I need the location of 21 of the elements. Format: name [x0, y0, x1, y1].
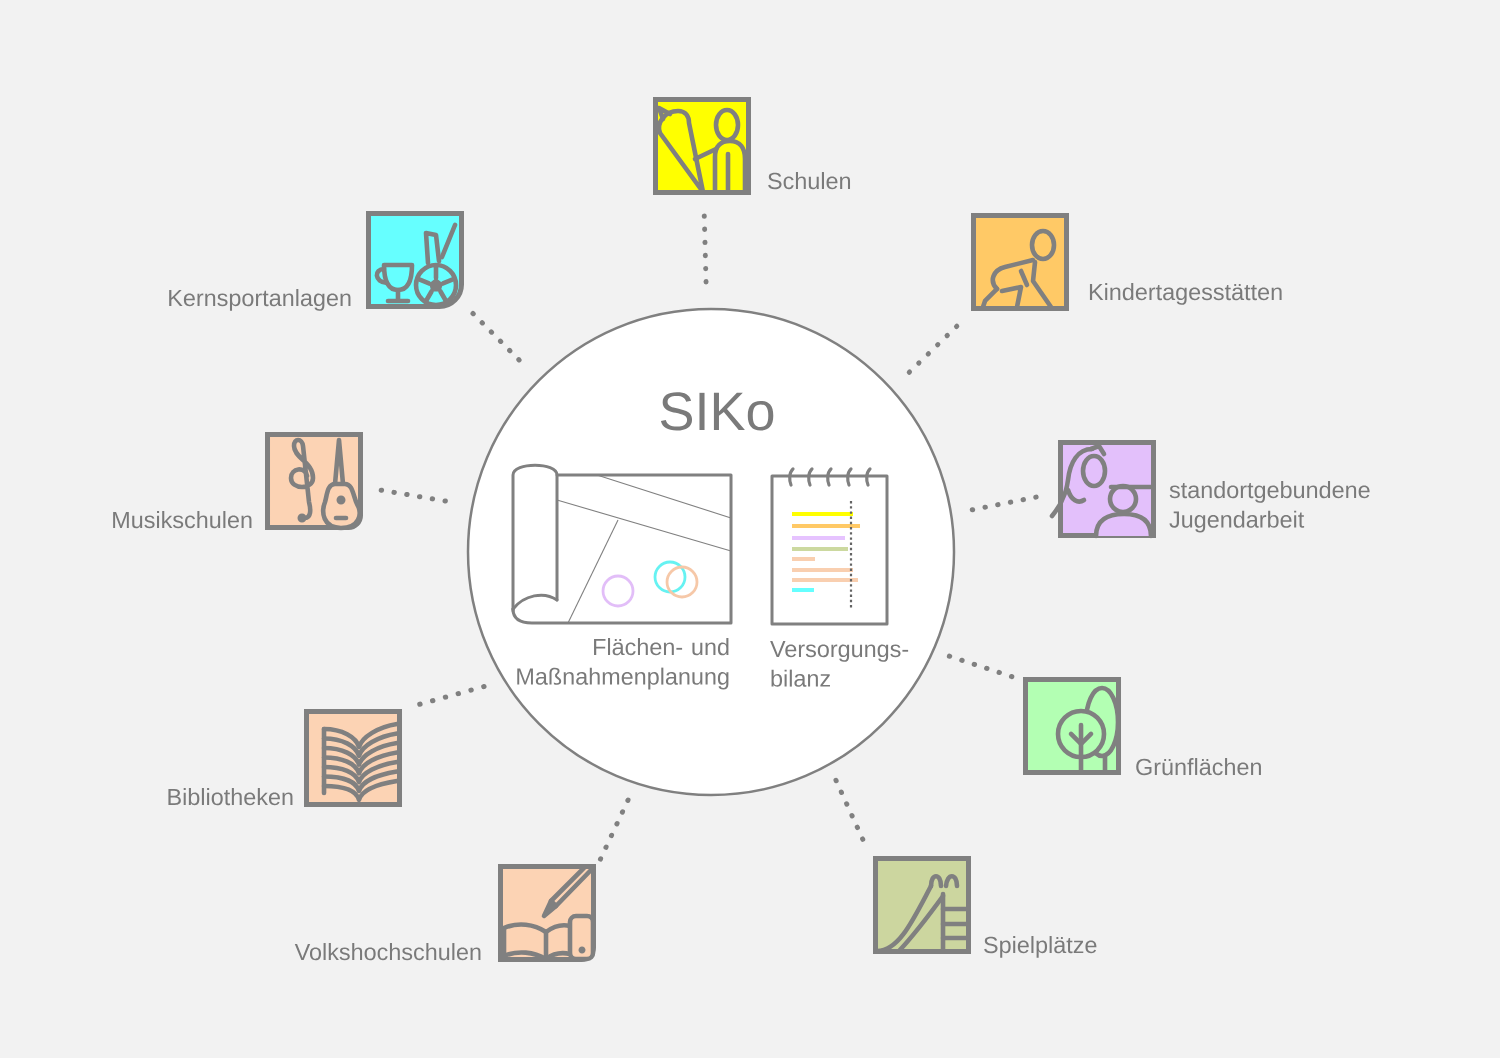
dotted-line — [969, 494, 1040, 513]
node-label: Volkshochschulen — [294, 943, 481, 961]
dotted-line — [833, 777, 866, 842]
node-label: Musikschulen — [113, 511, 252, 529]
dotted-line — [377, 487, 448, 504]
node-label: Spielplätze — [984, 936, 1097, 958]
dotted-line — [416, 684, 487, 707]
node-label: Versorgungs- bilanz — [770, 640, 909, 687]
dotted-line — [701, 212, 709, 285]
heading: SIKo — [660, 392, 774, 431]
node-label: Flächen- und Maßnahmenplanung — [517, 638, 729, 690]
dotted-line — [906, 322, 961, 375]
node-label: Schulen — [768, 172, 850, 190]
dotted-line — [946, 653, 1015, 680]
dotted-line — [469, 310, 522, 363]
node-label: Grünflächen — [1136, 758, 1261, 776]
dotted-line — [597, 797, 631, 863]
node-label: Bibliotheken — [168, 788, 293, 806]
node-label: Kernsportanlagen — [169, 289, 351, 311]
node-label: standortgebundene Jugendarbeit — [1169, 481, 1370, 533]
node-label: Kindertagesstätten — [1089, 283, 1282, 305]
